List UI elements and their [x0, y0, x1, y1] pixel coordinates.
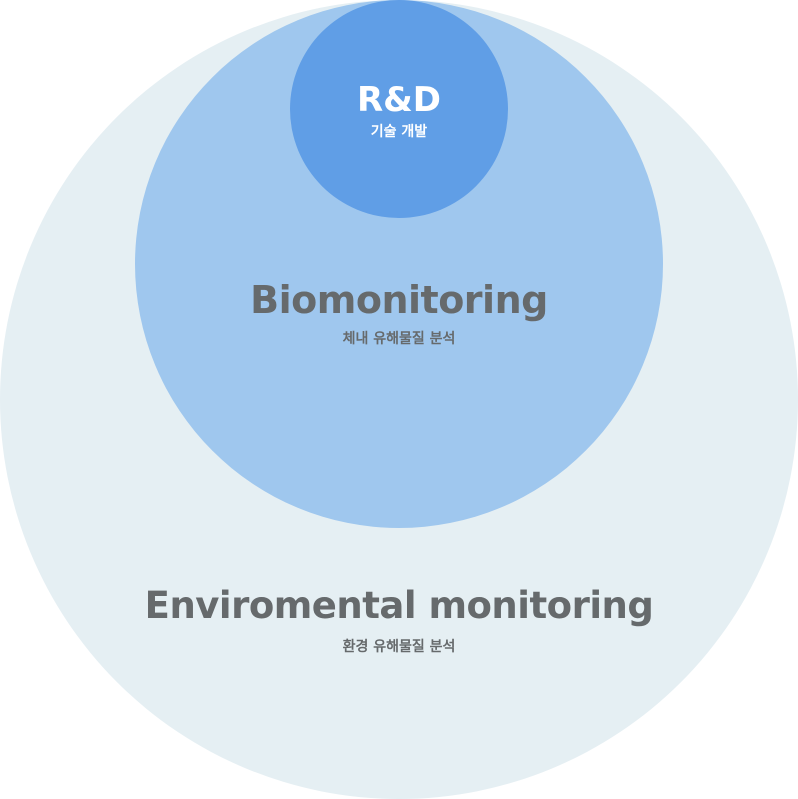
- rnd-title: R&D: [356, 80, 442, 120]
- rnd-subtitle: 기술 개발: [370, 124, 428, 140]
- biomonitoring-title: Biomonitoring: [250, 278, 548, 322]
- biomonitoring-subtitle: 체내 유해물질 분석: [342, 331, 456, 347]
- rnd-circle: [290, 0, 508, 218]
- environmental-monitoring-subtitle: 환경 유해물질 분석: [342, 639, 456, 655]
- environmental-monitoring-title: Enviromental monitoring: [144, 584, 654, 627]
